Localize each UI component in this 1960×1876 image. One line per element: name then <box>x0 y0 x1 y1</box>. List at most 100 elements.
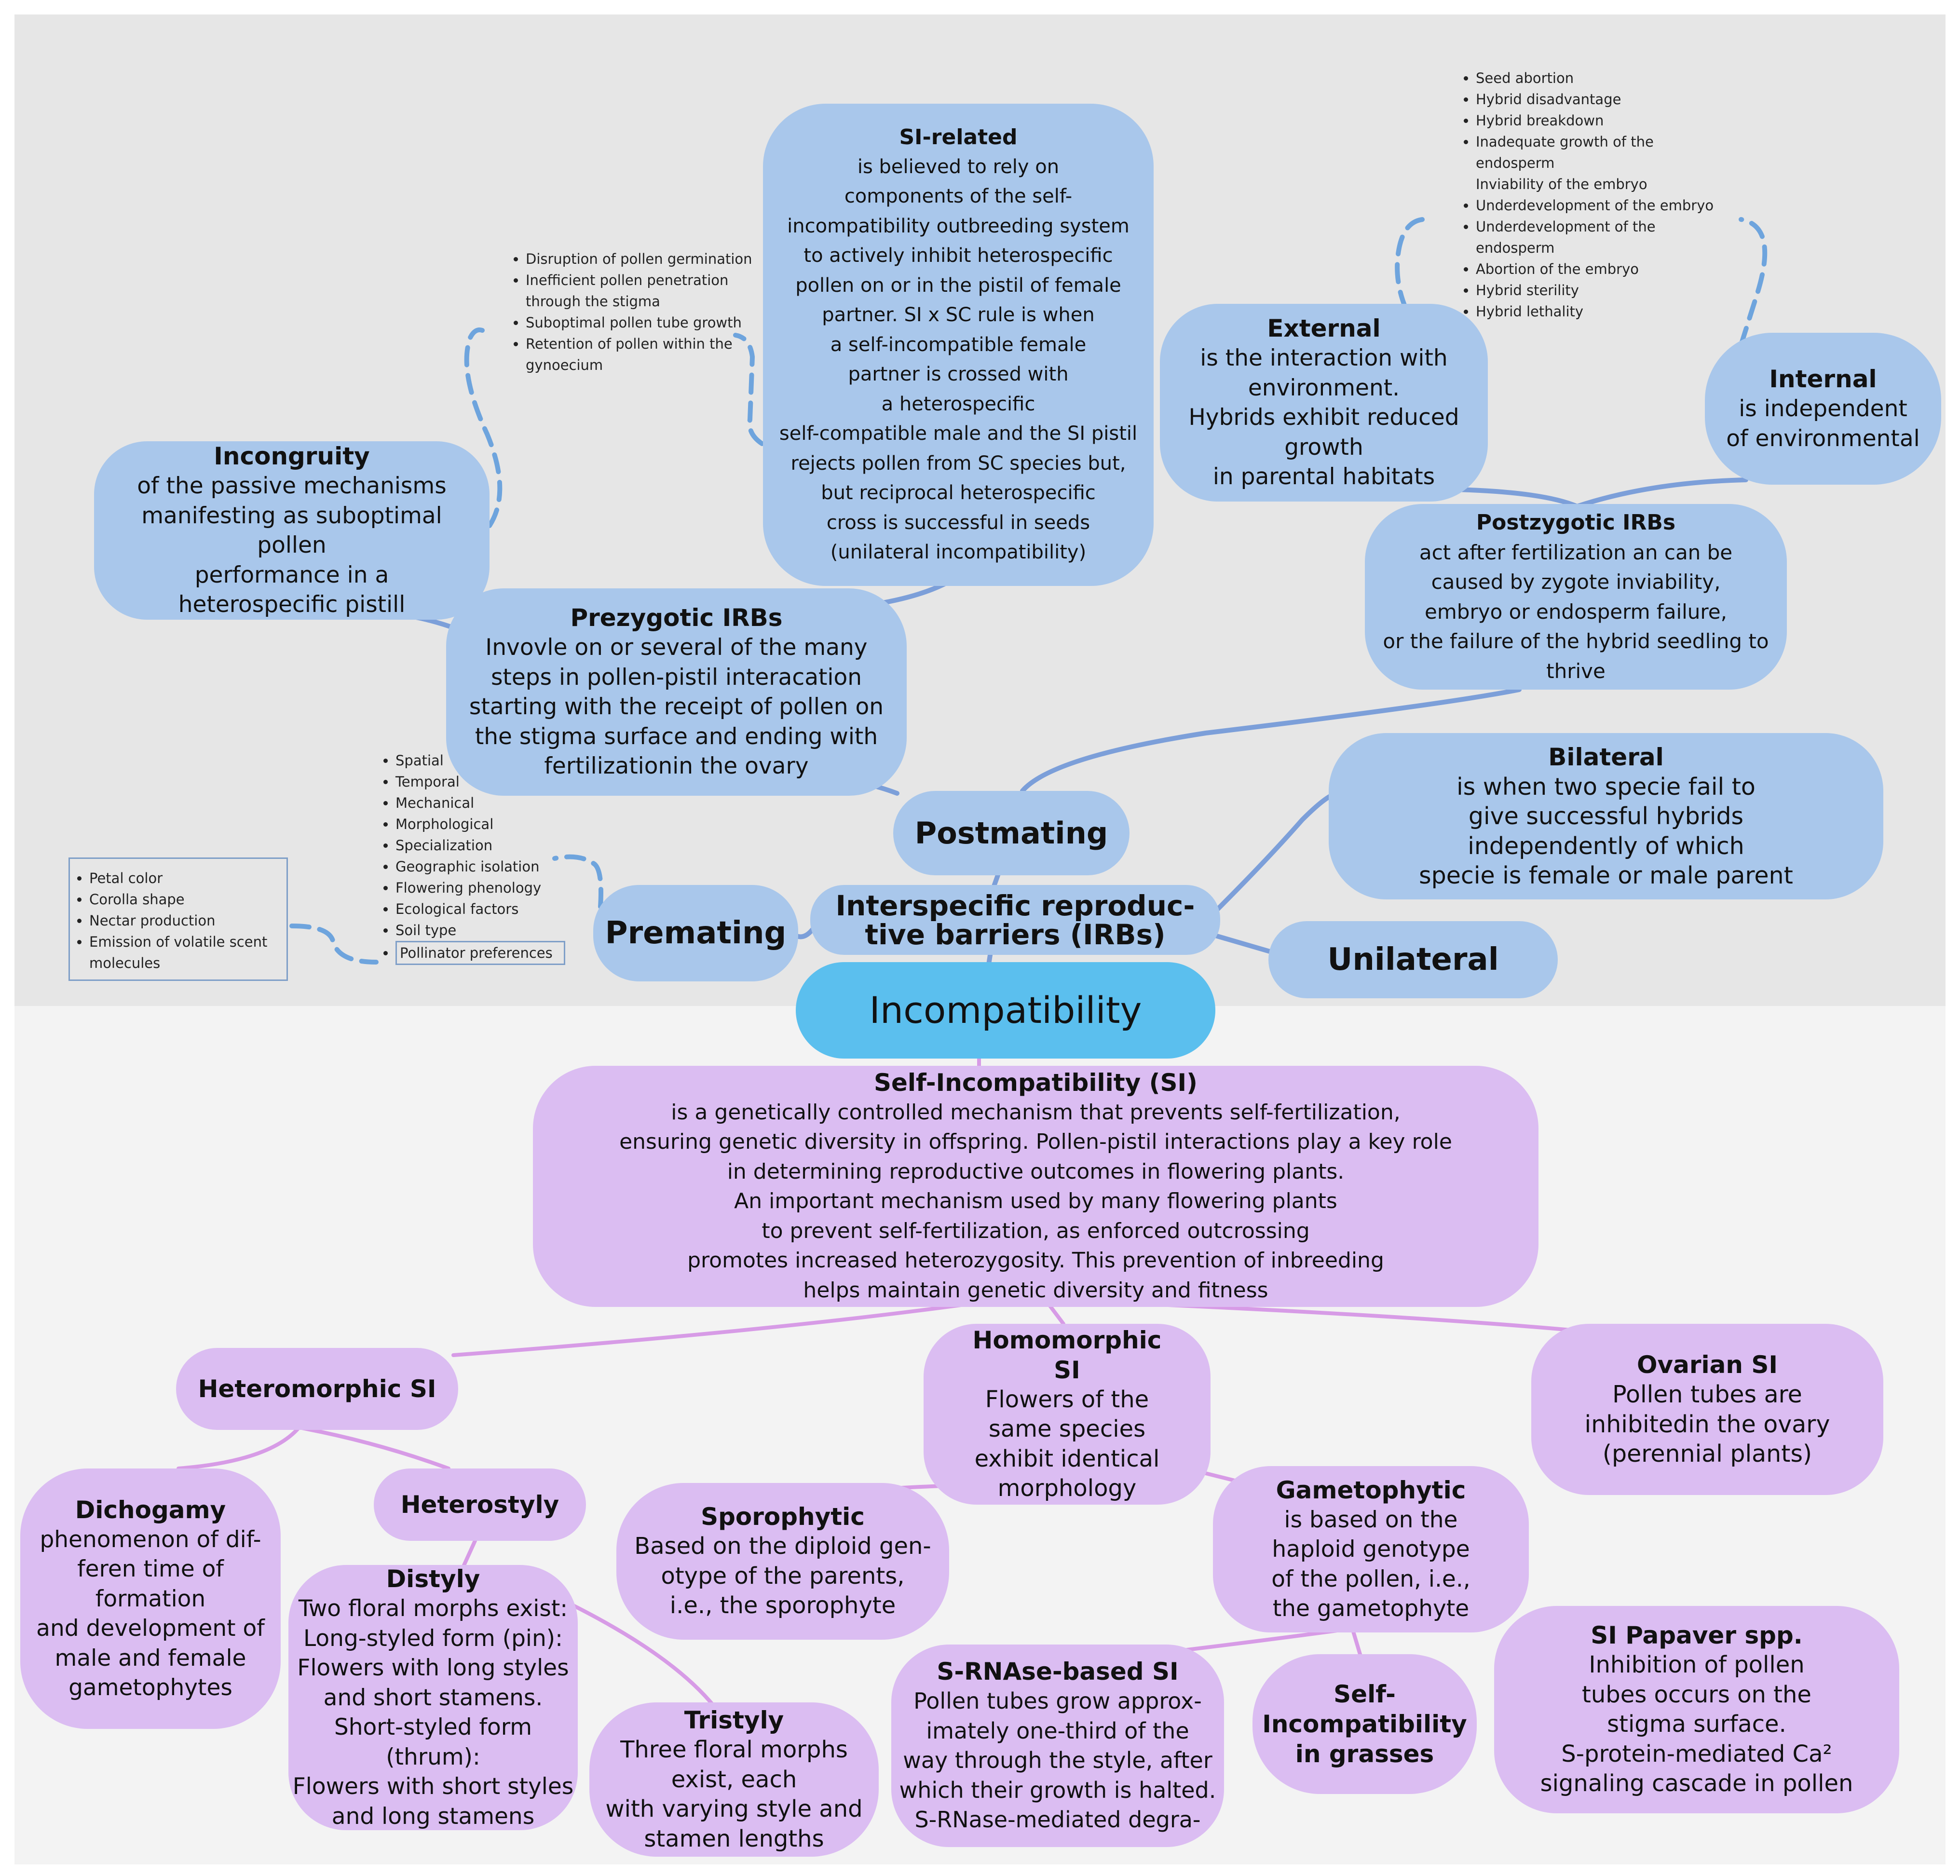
papaver-si-title: SI Papaver spp. <box>1591 1621 1803 1650</box>
si-related-title: SI-related <box>899 124 1018 150</box>
list-item: Ecological factors <box>395 898 569 920</box>
list-item: Soil type <box>395 920 569 941</box>
incompatibility-node[interactable]: Incompatibility <box>796 962 1215 1059</box>
self-incompatibility-title: Self-Incompatibility (SI) <box>874 1068 1198 1097</box>
homomorphic-si-node[interactable]: Homomorphic SI Flowers of the same speci… <box>924 1324 1211 1505</box>
premating-node[interactable]: Premating <box>593 885 798 981</box>
postzygotic-bullet-list: Seed abortion Hybrid disadvantage Hybrid… <box>1456 68 1736 322</box>
self-incompatibility-text: is a genetically controlled mechanism th… <box>619 1100 1452 1303</box>
incompatibility-title: Incompatibility <box>869 989 1142 1032</box>
postzygotic-node[interactable]: Postzygotic IRBs act after fertilization… <box>1365 504 1787 690</box>
list-item: Morphological <box>395 814 569 835</box>
list-item-pollinator-preferences: Pollinator preferences <box>395 941 565 965</box>
grasses-si-node[interactable]: Self- Incompatibility in grasses <box>1252 1654 1477 1794</box>
link-heteromorphic-dichogamy <box>177 1426 301 1470</box>
list-item: Underdevelopment of the embryo <box>1476 195 1736 216</box>
ovarian-si-title: Ovarian SI <box>1637 1351 1778 1379</box>
irb-root-node[interactable]: Interspecific reproduc- tive barriers (I… <box>810 885 1220 955</box>
premating-title: Premating <box>605 915 787 951</box>
external-title: External <box>1267 314 1381 343</box>
tristyly-title: Tristyly <box>684 1706 784 1734</box>
list-item: Abortion of the embryo <box>1476 258 1736 280</box>
bilateral-text: is when two specie fail to give successf… <box>1419 773 1793 890</box>
s-rnase-si-node[interactable]: S-RNAse-based SI Pollen tubes grow appro… <box>891 1645 1224 1847</box>
list-item: Petal color <box>89 868 286 889</box>
si-related-node[interactable]: SI-related is believed to rely on compon… <box>763 104 1154 586</box>
list-item: Disruption of pollen germination <box>526 248 762 270</box>
postmating-node[interactable]: Postmating <box>893 791 1130 875</box>
dashed-link-internal-list <box>1739 217 1768 347</box>
tristyly-node[interactable]: Tristyly Three floral morphs exist, each… <box>589 1702 879 1857</box>
ovarian-si-node[interactable]: Ovarian SI Pollen tubes are inhibitedin … <box>1531 1324 1883 1495</box>
list-item: Underdevelopment of the endosperm <box>1476 216 1736 258</box>
self-incompatibility-node[interactable]: Self-Incompatibility (SI) is a genetical… <box>533 1066 1538 1307</box>
link-homomorphic-gametophytic <box>1204 1471 1237 1482</box>
list-item: Hybrid breakdown <box>1476 110 1736 131</box>
bilateral-node[interactable]: Bilateral is when two specie fail to giv… <box>1329 733 1883 899</box>
external-text: is the interaction with environment. Hyb… <box>1188 345 1459 490</box>
si-related-text: is believed to rely on components of the… <box>779 155 1138 564</box>
incongruity-title: Incongruity <box>214 442 370 471</box>
incongruity-text: of the passive mechanisms manifesting as… <box>137 473 447 618</box>
list-item: Hybrid sterility <box>1476 280 1736 301</box>
dichogamy-node[interactable]: Dichogamy phenomenon of dif- feren time … <box>20 1468 281 1729</box>
list-item: Flowering phenology <box>395 877 569 898</box>
link-si-homomorphic <box>1047 1303 1065 1326</box>
heterostyly-title: Heterostyly <box>400 1491 559 1519</box>
list-item: Inefficient pollen penetration through t… <box>526 270 762 312</box>
dichogamy-text: phenomenon of dif- feren time of formati… <box>36 1526 265 1701</box>
link-postzygotic-external <box>1454 487 1579 509</box>
ovarian-si-text: Pollen tubes are inhibitedin the ovary (… <box>1584 1381 1830 1468</box>
list-item: Seed abortion <box>1476 68 1736 89</box>
papaver-si-text: Inhibition of pollen tubes occurs on the… <box>1540 1651 1853 1797</box>
incongruity-node[interactable]: Incongruity of the passive mechanisms ma… <box>94 441 490 620</box>
homomorphic-si-text: Flowers of the same species exhibit iden… <box>974 1386 1160 1502</box>
link-heteromorphic-heterostyly <box>297 1426 450 1470</box>
list-item: Hybrid lethality <box>1476 301 1736 322</box>
link-si-ovarian <box>1156 1303 1584 1333</box>
incongruity-bullet-list: Disruption of pollen germination Ineffic… <box>506 248 762 376</box>
postzygotic-text: act after fertilization an can be caused… <box>1383 540 1769 683</box>
distyly-node[interactable]: Distyly Two floral morphs exist: Long-st… <box>288 1565 578 1830</box>
link-root-unilateral <box>1213 933 1276 955</box>
list-item: Specialization <box>395 835 569 856</box>
s-rnase-si-title: S-RNAse-based SI <box>937 1658 1179 1686</box>
link-postzygotic-internal <box>1575 477 1748 509</box>
link-gametophytic-grasses <box>1351 1628 1362 1656</box>
unilateral-title: Unilateral <box>1327 942 1499 978</box>
tristyly-text: Three floral morphs exist, each with var… <box>605 1736 863 1852</box>
dashed-link-external-list <box>1395 217 1425 311</box>
external-node[interactable]: External is the interaction with environ… <box>1160 304 1488 502</box>
list-item: Nectar production <box>89 910 286 931</box>
sporophytic-node[interactable]: Sporophytic Based on the diploid gen- ot… <box>616 1483 949 1640</box>
dashed-link-pollinator-list <box>289 924 379 965</box>
prezygotic-node[interactable]: Prezygotic IRBs Invovle on or several of… <box>446 588 907 796</box>
dashed-link-sirelated-list <box>733 333 764 446</box>
link-heterostyly-distyly <box>461 1539 477 1569</box>
heteromorphic-si-title: Heteromorphic SI <box>198 1375 436 1403</box>
prezygotic-text: Invovle on or several of the many steps … <box>469 634 884 780</box>
unilateral-node[interactable]: Unilateral <box>1268 921 1558 998</box>
gametophytic-text: is based on the haploid genotype of the … <box>1271 1506 1470 1622</box>
irb-root-title: Interspecific reproduc- tive barriers (I… <box>835 889 1195 951</box>
list-item: Suboptimal pollen tube growth <box>526 312 762 333</box>
distyly-text: Two floral morphs exist: Long-styled for… <box>292 1595 574 1830</box>
list-item: Inadequate growth of the endosperm Invia… <box>1476 131 1736 195</box>
postmating-title: Postmating <box>914 815 1108 851</box>
dichogamy-title: Dichogamy <box>75 1495 226 1524</box>
list-item: Spatial <box>395 750 569 771</box>
papaver-si-node[interactable]: SI Papaver spp. Inhibition of pollen tub… <box>1494 1606 1899 1813</box>
heterostyly-node[interactable]: Heterostyly <box>374 1468 586 1541</box>
gametophytic-node[interactable]: Gametophytic is based on the haploid gen… <box>1213 1466 1529 1632</box>
premating-bullet-list: Spatial Temporal Mechanical Morphologica… <box>376 750 569 965</box>
heteromorphic-si-node[interactable]: Heteromorphic SI <box>176 1348 458 1430</box>
link-root-bilateral <box>1213 793 1334 914</box>
internal-node[interactable]: Internal is independent of environmental <box>1705 333 1941 485</box>
grasses-si-title: Self- Incompatibility in grasses <box>1262 1680 1467 1768</box>
postzygotic-title: Postzygotic IRBs <box>1476 510 1676 535</box>
list-item: Temporal <box>395 771 569 792</box>
list-item: Emission of volatile scent molecules <box>89 931 286 974</box>
link-distyly-tristyly <box>553 1594 721 1714</box>
list-item: Mechanical <box>395 792 569 814</box>
